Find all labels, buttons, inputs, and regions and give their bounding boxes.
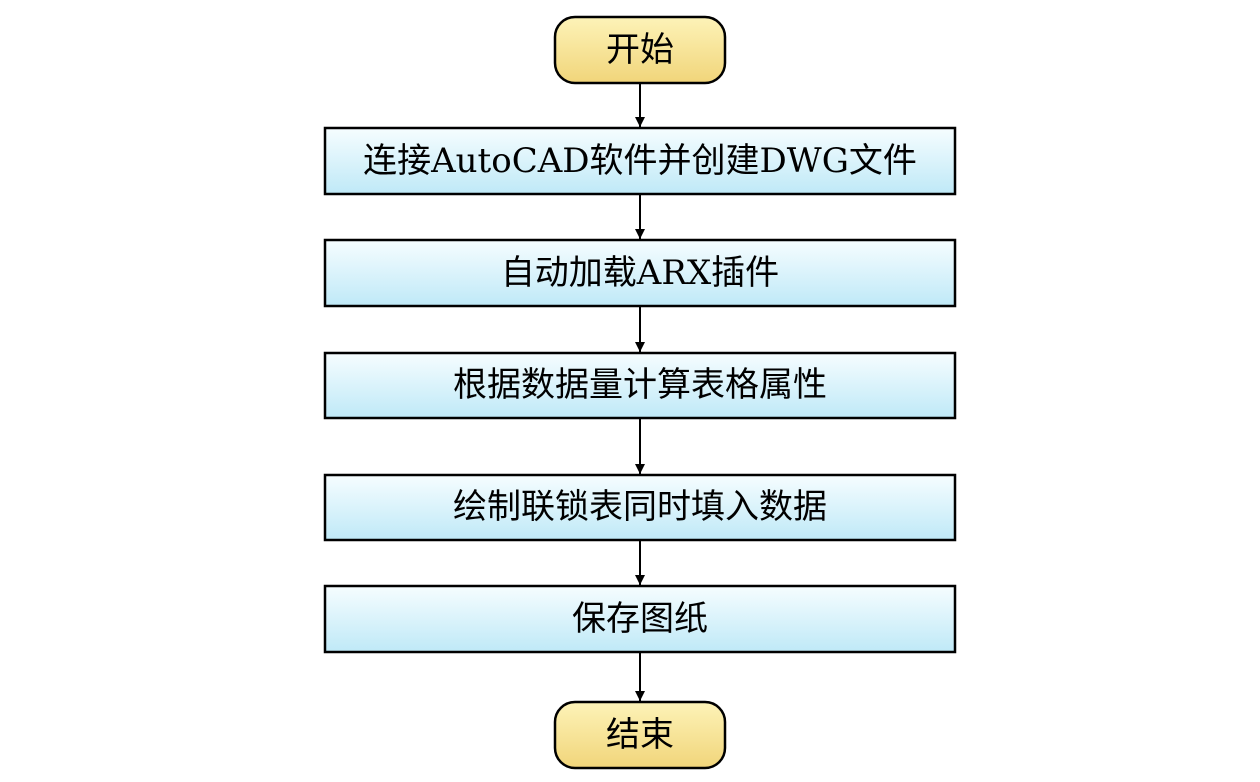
process-step-1-label: 连接AutoCAD软件并创建DWG文件 [363,141,917,181]
process-step-2: 自动加载ARX插件 [323,238,957,308]
process-step-4-label: 绘制联锁表同时填入数据 [453,487,827,527]
process-step-2-box [323,238,957,308]
process-step-3-box [323,351,957,420]
start-terminal: 开始 [553,15,727,85]
process-step-2-label: 自动加载ARX插件 [501,253,779,293]
process-step-4-box [323,473,957,542]
start-terminal-shape [553,15,727,85]
process-step-5: 保存图纸 [323,584,957,654]
end-terminal-shape [553,700,727,770]
end-terminal-label: 结束 [606,715,674,755]
start-terminal-label: 开始 [606,30,674,70]
process-step-4: 绘制联锁表同时填入数据 [323,473,957,542]
process-step-3: 根据数据量计算表格属性 [323,351,957,420]
process-step-1-box [323,126,957,196]
process-step-5-label: 保存图纸 [572,599,708,639]
process-step-5-box [323,584,957,654]
end-terminal: 结束 [553,700,727,770]
process-step-3-label: 根据数据量计算表格属性 [453,365,827,405]
process-step-1: 连接AutoCAD软件并创建DWG文件 [323,126,957,196]
